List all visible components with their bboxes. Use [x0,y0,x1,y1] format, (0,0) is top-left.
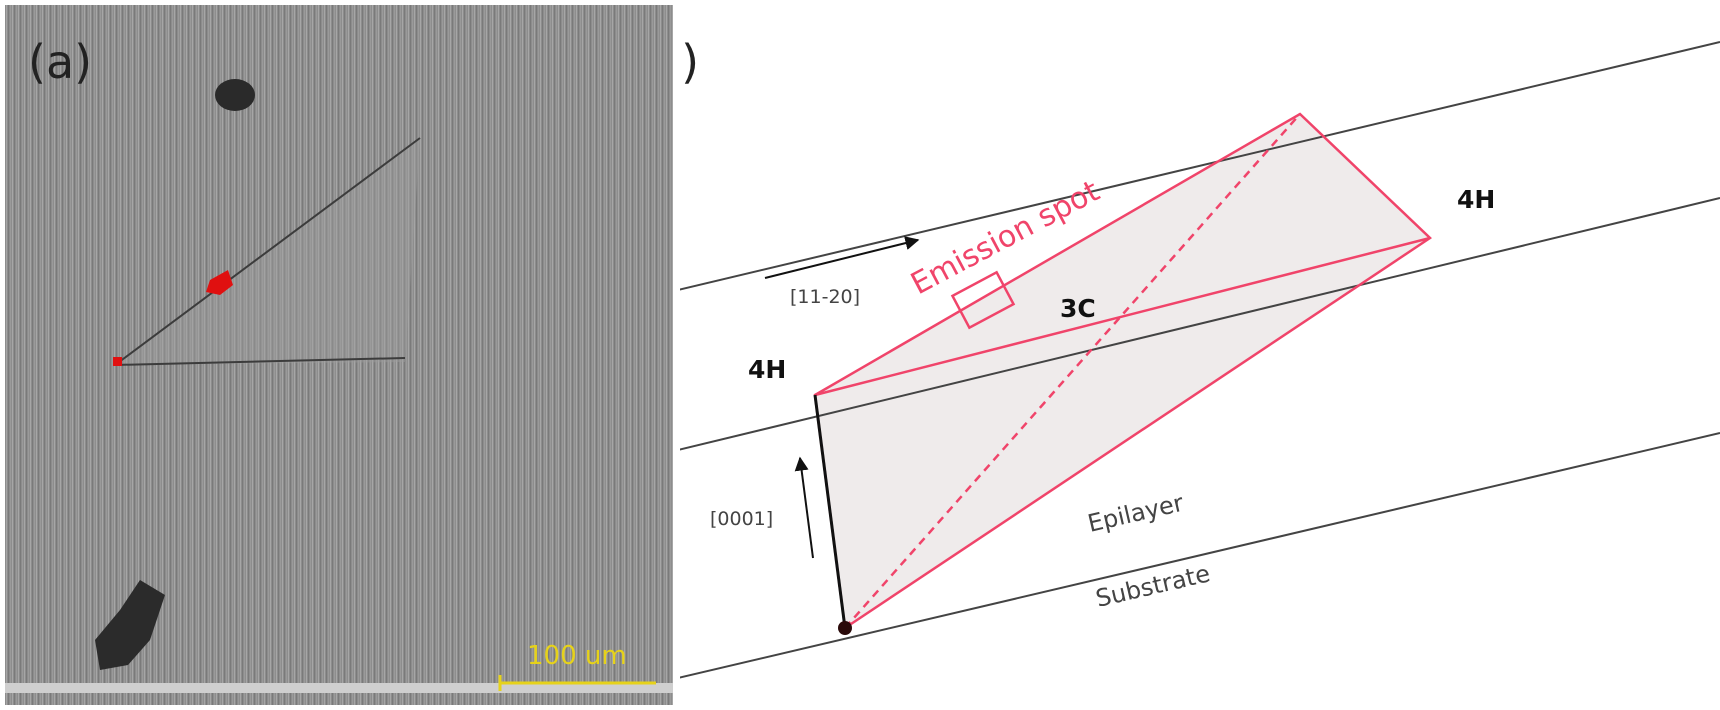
label-4h-left: 4H [748,355,786,384]
micrograph-background [5,5,673,705]
substrate-label: Substrate [1093,559,1213,612]
dark-defect-top [215,79,255,111]
defect-vertical-edge [813,394,847,629]
3c-cross-line [814,236,1431,397]
arrow-1120 [764,236,920,279]
panel-label-b: (b) [680,35,699,89]
dark-defect-bottom [95,580,165,670]
direction-label-1120: [11-20] [790,286,860,308]
epilayer-label: Epilayer [1085,489,1186,538]
surface-line [680,41,1720,291]
micrograph-svg: (a) 100 um [5,5,673,705]
emission-spot-marker [206,270,233,295]
defect-edge-upper [114,137,421,366]
3c-dashed-diagonal [844,113,1301,629]
arrow-0001 [794,456,814,559]
label-3c: 3C [1060,294,1096,323]
epilayer-substrate-interface [680,432,1720,679]
defect-edge-lower [114,357,406,366]
schematic-panel: (b) Emission spot 3C 4H 4H [11-20] [0001… [680,0,1720,710]
label-4h-right: 4H [1457,185,1495,214]
emission-spot-marker-small [113,357,122,366]
schematic-svg: (b) Emission spot 3C 4H 4H [11-20] [0001… [680,35,1720,679]
emission-spot-box [950,270,1016,330]
3c-inclusion-region [815,114,1430,628]
micrograph-edge-band [5,683,673,693]
panel-label-a: (a) [28,35,92,89]
dislocation-origin [838,621,852,635]
scale-bar-label: 100 um [527,641,627,671]
micrograph-panel: (a) 100 um [0,0,680,710]
direction-label-0001: [0001] [710,508,773,530]
layer-line-middle [680,197,1720,451]
